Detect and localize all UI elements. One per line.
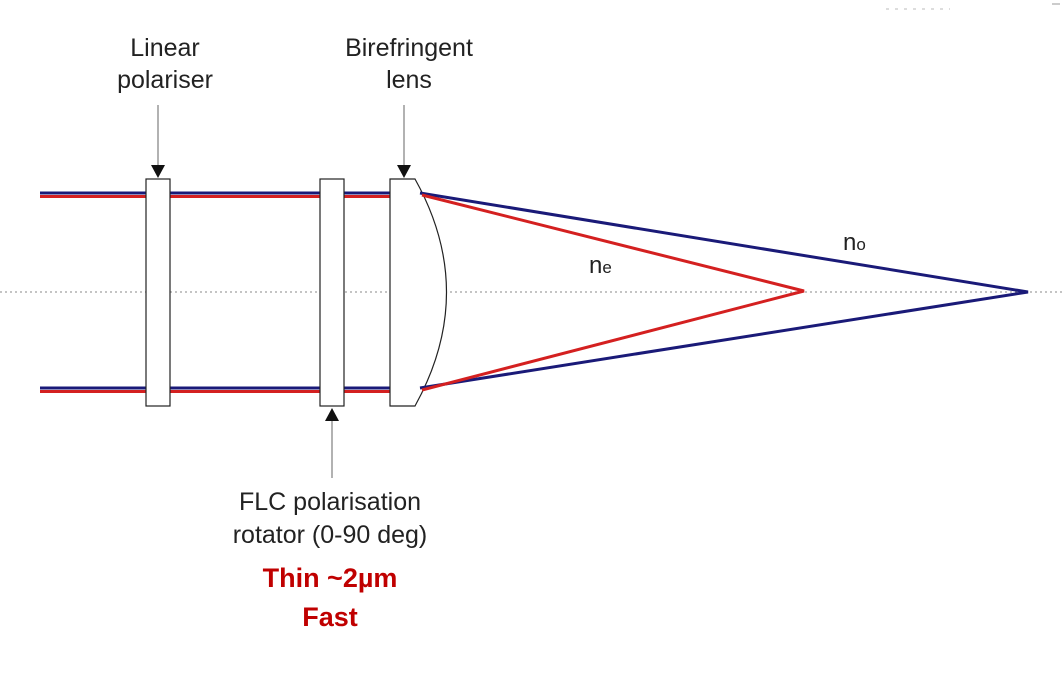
ne-label: ne [589, 252, 612, 279]
no-label-sub: o [856, 235, 865, 254]
lens-label-line1: Birefringent [345, 34, 473, 62]
flc-rotator-plate [319, 178, 345, 407]
no-label-main: n [843, 229, 856, 256]
ordinary-ray-focus [419, 191, 1029, 390]
polariser-label-line2: polariser [117, 66, 213, 94]
rotator-label-line2: rotator (0-90 deg) [233, 521, 428, 549]
polariser-label-line1: Linear [130, 34, 200, 62]
extraordinary-ray-focus [421, 193, 805, 392]
no-label: no [843, 229, 866, 256]
rotator-label-line1: FLC polarisation [239, 488, 421, 516]
linear-polariser-plate [145, 178, 171, 407]
ne-label-sub: e [602, 258, 611, 277]
rotator-note-thin: Thin ~2µm [263, 563, 398, 593]
rotator-note-fast: Fast [302, 602, 358, 632]
lens-pointer-arrow [397, 165, 411, 178]
rotator-pointer-arrow [325, 408, 339, 421]
ne-label-main: n [589, 252, 602, 279]
birefringent-lens [389, 178, 448, 407]
lens-label-line2: lens [386, 66, 432, 94]
polariser-pointer-arrow [151, 165, 165, 178]
